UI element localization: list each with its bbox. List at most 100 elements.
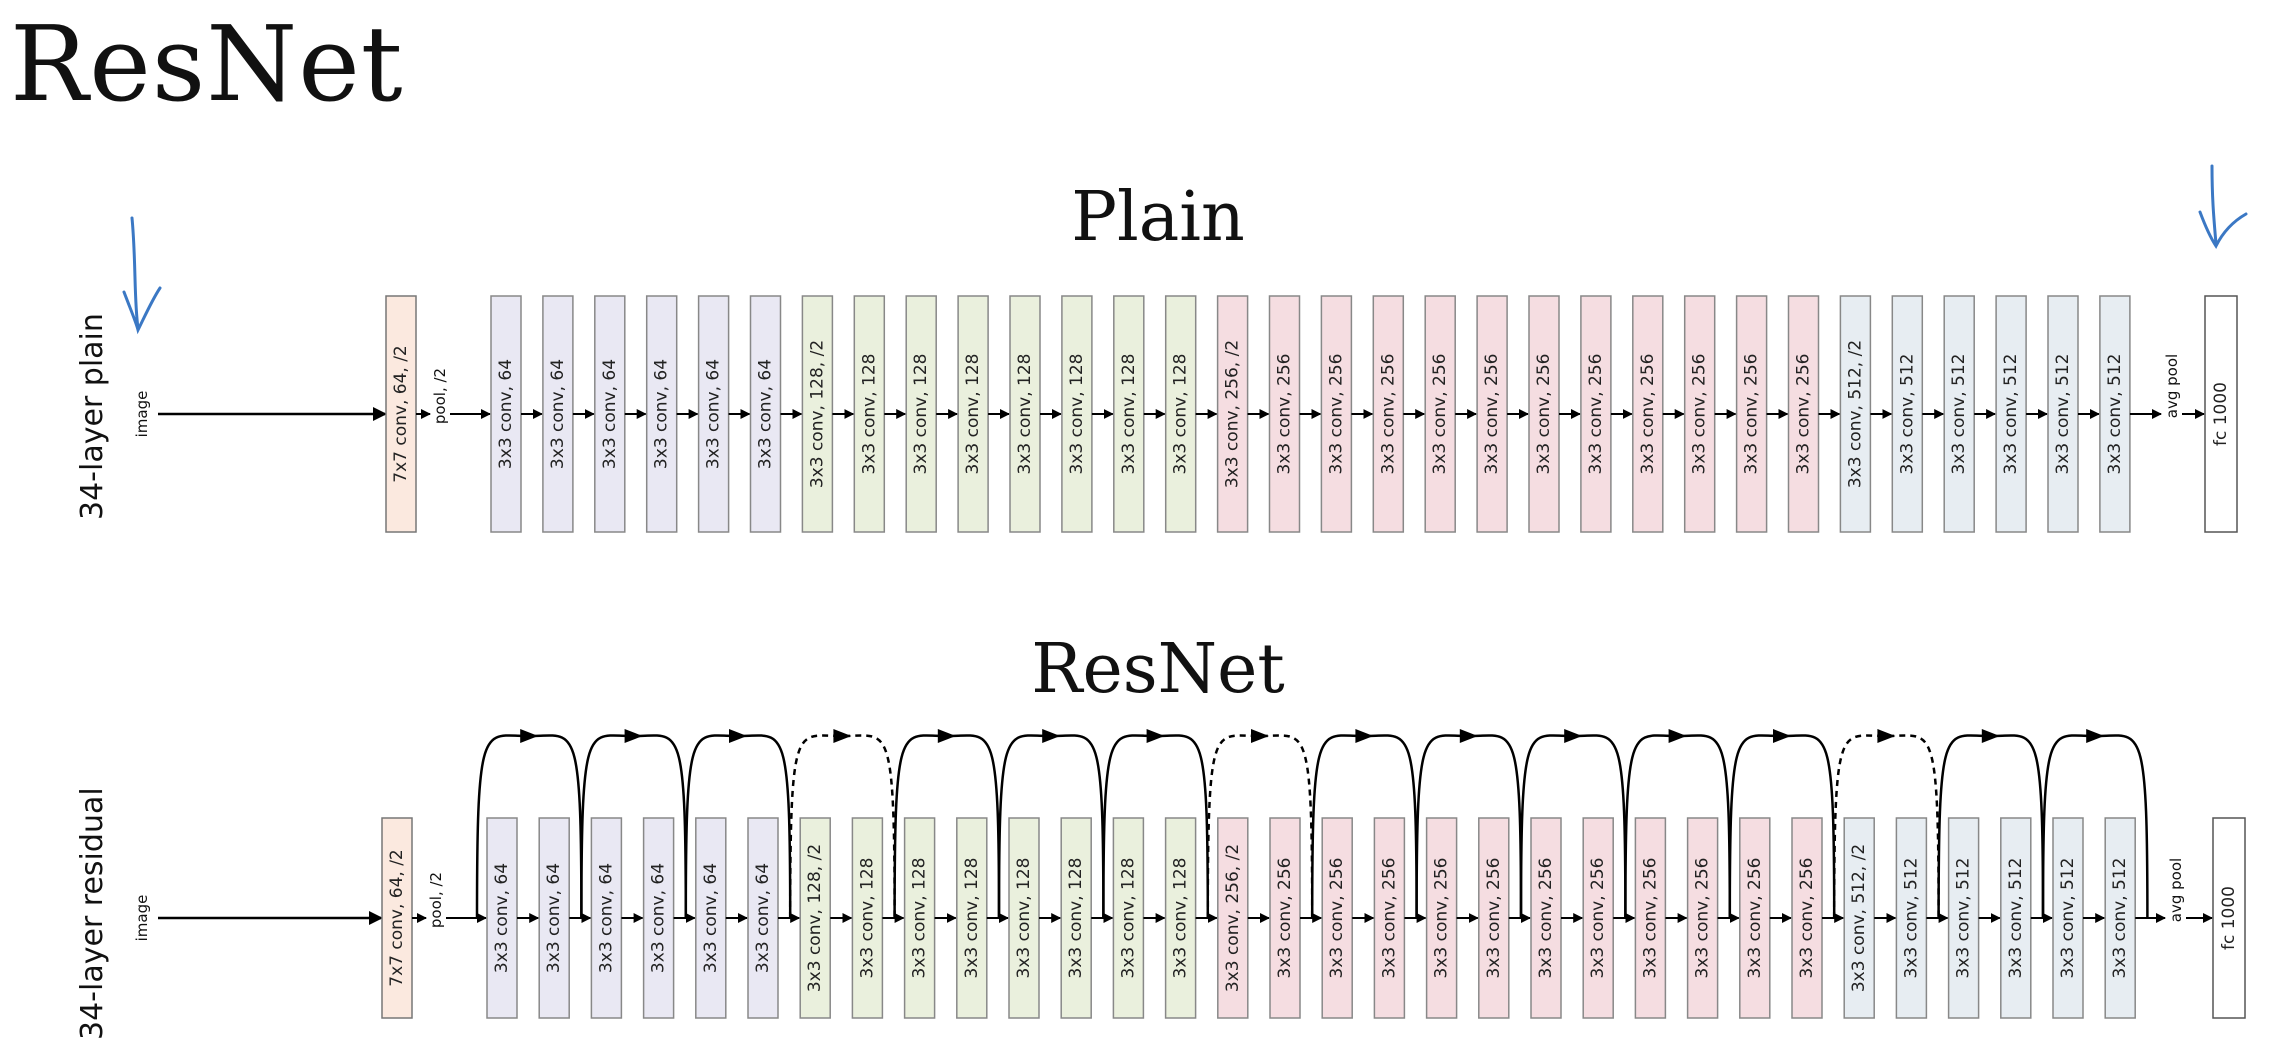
layer-conv3x3-label: 3x3 conv, 512 (2053, 354, 2073, 475)
layer-conv3x3-label: 3x3 conv, 256 (1690, 354, 1710, 475)
shortcut-arrowhead (1146, 729, 1165, 743)
layer-conv3x3 (749, 295, 782, 533)
layer-conv3x3-label: 3x3 conv, 128 (911, 354, 931, 475)
layer-conv3x3 (1686, 817, 1719, 1019)
shortcut-arrowhead (729, 729, 747, 743)
shortcut-arrowhead (520, 729, 539, 743)
layer-conv3x3-label: 3x3 conv, 64 (652, 359, 672, 469)
layer-conv3x3 (2052, 817, 2084, 1019)
layer-conv3x3-label: 3x3 conv, 256 (1586, 354, 1606, 475)
shortcut-arrowhead (1459, 729, 1478, 743)
layer-conv3x3 (1739, 817, 1771, 1019)
layer-conv3x3-label: 3x3 conv, 64 (649, 863, 669, 973)
layer-conv3x3-label: 3x3 conv, 128 (1014, 858, 1034, 979)
layer-conv3x3-label: 3x3 conv, 512 (1901, 858, 1921, 979)
layer-conv3x3-label: 3x3 conv, 512 (2006, 858, 2026, 979)
layer-conv7x7 (385, 295, 417, 533)
layer-conv3x3 (542, 295, 574, 533)
layer-conv3x3-label: 3x3 conv, 256 (1742, 354, 1762, 475)
layer-conv3x3 (590, 817, 623, 1019)
layer-conv3x3 (1632, 295, 1664, 533)
layer-conv3x3-label: 3x3 conv, 256 (1794, 354, 1814, 475)
shortcut-arrowhead (1564, 729, 1583, 743)
layer-conv3x3-label: 3x3 conv, 256 (1378, 354, 1398, 475)
layer-conv3x3 (1164, 295, 1197, 533)
layer-conv3x3 (853, 295, 886, 533)
layer-conv3x3-label: 3x3 conv, 64 (492, 863, 512, 973)
layer-conv3x3-label: 3x3 conv, 256 (1536, 858, 1556, 979)
layer-conv3x3-label: 3x3 conv, 256 (1797, 858, 1817, 979)
shortcut-arrowhead (1251, 729, 1269, 743)
plain-row-label: 34-layer plain (75, 313, 110, 520)
layer-conv3x3 (799, 817, 831, 1019)
layer-conv3x3-label: 3x3 conv, 64 (704, 359, 724, 469)
layer-conv3x3 (1009, 295, 1041, 533)
layer-conv3x3-label: 3x3 conv, 512 (1954, 858, 1974, 979)
shortcut-arrowhead (1042, 729, 1061, 743)
layer-conv3x3 (1947, 817, 1980, 1019)
layer-conv3x3-label: 3x3 conv, 128 (1015, 354, 1035, 475)
layer-conv3x3-label: 3x3 conv, 512 (2110, 858, 2130, 979)
layer-conv3x3-label: 3x3 conv, 256 (1327, 858, 1347, 979)
layer-conv3x3 (1216, 295, 1249, 533)
layer-conv3x3-label: 3x3 conv, 128 (1171, 858, 1191, 979)
shortcut-arrowhead (937, 729, 956, 743)
layer-conv3x3-label: 3x3 conv, 64 (596, 863, 616, 973)
layer-conv3x3 (697, 295, 730, 533)
layer-conv3x3-label: 3x3 conv, 64 (600, 359, 620, 469)
layer-conv3x3 (1580, 295, 1612, 533)
layer-conv3x3-label: 3x3 conv, 256 (1482, 354, 1502, 475)
avgpool-label: avg pool (2167, 858, 2185, 922)
annotation-arrow-right (2198, 164, 2248, 249)
input-image-label: image (133, 895, 151, 942)
layer-conv3x3-label: 3x3 conv, 256 (1534, 354, 1554, 475)
shortcut-arrowhead (2086, 729, 2105, 743)
layer-conv3x3-label: 3x3 conv, 256 (1693, 858, 1713, 979)
layer-conv3x3 (1164, 817, 1197, 1019)
layer-conv3x3-label: 3x3 conv, 64 (753, 863, 773, 973)
layer-conv3x3-label: 3x3 conv, 256, /2 (1223, 844, 1243, 992)
layer-fc (2204, 295, 2238, 533)
layer-conv3x3 (2047, 295, 2079, 533)
resnet-section-title: ResNet (1031, 630, 1284, 709)
layer-conv3x3 (1217, 817, 1249, 1019)
layer-conv3x3-label: 3x3 conv, 256 (1484, 858, 1504, 979)
layer-conv3x3-label: 3x3 conv, 256 (1326, 354, 1346, 475)
pool-label: pool, /2 (431, 368, 449, 424)
layer-conv3x3 (956, 817, 988, 1019)
layer-fc (2212, 817, 2246, 1019)
layer-conv3x3 (2104, 817, 2136, 1019)
layer-conv3x3 (2000, 817, 2032, 1019)
layer-conv3x3-label: 3x3 conv, 64 (548, 359, 568, 469)
layer-conv3x3 (1895, 817, 1928, 1019)
layer-conv3x3 (1476, 295, 1508, 533)
layer-conv3x3-label: 3x3 conv, 128, /2 (807, 340, 827, 488)
layer-conv3x3-label: 3x3 conv, 256 (1379, 858, 1399, 979)
layer-conv3x3 (695, 817, 727, 1019)
shortcut-arrowhead (1877, 729, 1896, 743)
shortcut-arrowhead (1355, 729, 1374, 743)
layer-conv3x3-label: 3x3 conv, 512 (1949, 354, 1969, 475)
layer-conv3x3 (851, 817, 884, 1019)
layer-conv3x3-label: 3x3 conv, 256 (1430, 354, 1450, 475)
pool-label: pool, /2 (427, 872, 445, 928)
layer-conv3x3 (1528, 295, 1560, 533)
layer-fc-label: fc 1000 (2219, 886, 2239, 950)
layer-conv3x3 (957, 295, 989, 533)
layer-conv3x3-label: 3x3 conv, 512 (2058, 858, 2078, 979)
shortcut-arrowhead (1773, 729, 1791, 743)
layer-conv3x3-label: 3x3 conv, 128 (1118, 858, 1138, 979)
layer-conv3x3 (1268, 295, 1301, 533)
shortcut-arrowhead (833, 729, 852, 743)
shortcut-arrowhead (624, 729, 643, 743)
layer-conv3x3-label: 3x3 conv, 128 (859, 354, 879, 475)
layer-conv3x3-label: 3x3 conv, 128, /2 (805, 844, 825, 992)
layer-conv3x3-label: 3x3 conv, 256 (1275, 858, 1295, 979)
layer-conv3x3-label: 3x3 conv, 256 (1275, 354, 1295, 475)
layer-conv3x3 (903, 817, 936, 1019)
layer-conv3x3 (747, 817, 779, 1019)
residual-row-label: 34-layer residual (75, 787, 110, 1040)
